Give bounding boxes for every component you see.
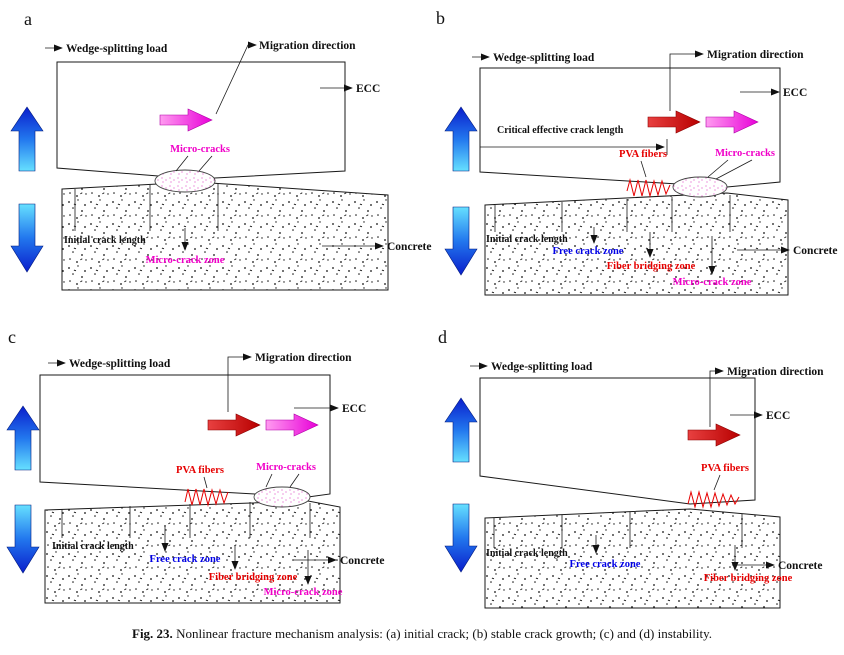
concrete-label: Concrete: [793, 245, 838, 257]
panel-c: c Wedge-splitting load Migration directi…: [6, 327, 385, 604]
micro-crack-ellipse: [672, 176, 728, 198]
panel-d: d Wedge-splitting load Migration directi…: [438, 327, 824, 609]
free-crack-zone-label: Free crack zone: [570, 559, 641, 570]
ecc-block: [39, 374, 331, 498]
micro-crack-ellipse: [154, 169, 216, 193]
ecc-block: [479, 67, 781, 188]
figure-caption: Fig. 23. Nonlinear fracture mechanism an…: [0, 626, 844, 642]
micro-crack-zone-label: Micro-crack zone: [264, 587, 343, 598]
migration-arrow-magenta-icon: [159, 108, 213, 132]
micro-crack-zone-label: Micro-crack zone: [146, 255, 225, 266]
pva-fibers-zigzag: [184, 488, 229, 507]
micro-cracks-label: Micro-cracks: [256, 462, 316, 473]
concrete-label: Concrete: [778, 560, 823, 572]
pva-fibers-label: PVA fibers: [619, 149, 667, 160]
migration-arrow-red-icon: [647, 110, 701, 134]
leader-line: [713, 474, 721, 491]
micro-crack-ellipse: [253, 486, 311, 508]
concrete-label: Concrete: [387, 241, 432, 253]
leader-line: [289, 473, 300, 488]
wedge-splitting-load-label: Wedge-splitting load: [493, 52, 595, 64]
leader-line: [709, 367, 724, 427]
migration-direction-label: Migration direction: [259, 40, 356, 52]
panel-letter: b: [436, 8, 445, 28]
critical-effective-crack-length-label: Critical effective crack length: [497, 125, 624, 136]
initial-crack-length-label: Initial crack length: [52, 541, 134, 552]
load-arrow-down-icon: [10, 203, 44, 273]
initial-crack-length-label: Initial crack length: [64, 235, 146, 246]
panel-letter: c: [8, 327, 16, 347]
load-arrow-up-icon: [6, 405, 40, 471]
migration-arrow-magenta-icon: [705, 110, 759, 134]
migration-arrow-magenta-icon: [265, 413, 319, 437]
fiber-bridging-zone-label: Fiber bridging zone: [607, 261, 696, 272]
load-arrow-down-icon: [444, 206, 478, 276]
initial-crack-length-label: Initial crack length: [486, 234, 568, 245]
leader-line: [198, 155, 213, 172]
load-arrow-up-icon: [10, 106, 44, 172]
free-crack-zone-label: Free crack zone: [150, 554, 221, 565]
load-arrow-down-icon: [444, 503, 478, 573]
leader-line: [640, 160, 647, 178]
caption-text: Nonlinear fracture mechanism analysis: (…: [172, 626, 712, 641]
panel-letter: a: [24, 9, 32, 29]
leader-line: [227, 353, 252, 412]
leader-line: [715, 159, 753, 180]
leader-line: [215, 41, 257, 115]
fiber-bridging-zone-label: Fiber bridging zone: [209, 572, 298, 583]
leader-line: [669, 50, 704, 111]
micro-crack-zone-label: Micro-crack zone: [673, 277, 752, 288]
pva-fibers-label: PVA fibers: [701, 463, 749, 474]
load-arrow-up-icon: [444, 397, 478, 463]
migration-arrow-red-icon: [687, 423, 741, 447]
micro-cracks-label: Micro-cracks: [715, 148, 775, 159]
ecc-label: ECC: [356, 83, 380, 95]
load-arrow-up-icon: [444, 106, 478, 172]
panel-letter: d: [438, 327, 447, 347]
pva-fibers-zigzag: [687, 490, 740, 509]
wedge-splitting-load-label: Wedge-splitting load: [491, 361, 593, 373]
leader-line: [707, 159, 729, 178]
migration-arrow-red-icon: [207, 413, 261, 437]
ecc-label: ECC: [766, 410, 790, 422]
micro-cracks-label: Micro-cracks: [170, 144, 230, 155]
ecc-block: [479, 377, 756, 505]
leader-line: [203, 476, 208, 489]
pva-fibers-label: PVA fibers: [176, 465, 224, 476]
fiber-bridging-zone-label: Fiber bridging zone: [704, 573, 793, 584]
wedge-splitting-load-label: Wedge-splitting load: [69, 358, 171, 370]
initial-crack-length-label: Initial crack length: [486, 548, 568, 559]
panel-b: b Wedge-splitting load Migration directi…: [436, 8, 838, 296]
pva-fibers-zigzag: [626, 178, 671, 198]
figure-svg: a Wedge-splitting load Migration directi…: [6, 8, 838, 609]
caption-label: Fig. 23.: [132, 626, 173, 641]
concrete-label: Concrete: [340, 555, 385, 567]
migration-direction-label: Migration direction: [255, 352, 352, 364]
load-arrow-down-icon: [6, 504, 40, 574]
panel-a: a Wedge-splitting load Migration directi…: [10, 9, 432, 291]
free-crack-zone-label: Free crack zone: [553, 246, 624, 257]
ecc-label: ECC: [342, 403, 366, 415]
migration-direction-label: Migration direction: [707, 49, 804, 61]
concrete-block: [484, 508, 781, 609]
leader-line: [265, 473, 273, 488]
migration-direction-label: Migration direction: [727, 366, 824, 378]
ecc-label: ECC: [783, 87, 807, 99]
wedge-splitting-load-label: Wedge-splitting load: [66, 43, 168, 55]
leader-line: [175, 155, 189, 172]
